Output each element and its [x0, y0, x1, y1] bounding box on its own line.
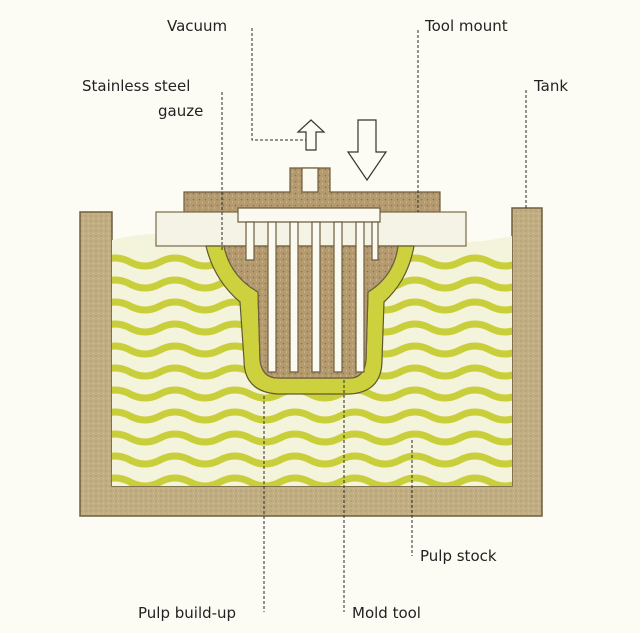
pulp-wave	[112, 430, 512, 446]
leader-lines	[221, 28, 527, 612]
label-gauze-line1: Stainless steel	[82, 77, 191, 95]
vacuum-arrow-icon	[296, 119, 326, 151]
pulp-wave	[112, 408, 512, 424]
label-pulp-stock: Pulp stock	[420, 547, 497, 565]
pulp-wave	[112, 474, 512, 486]
label-gauze-line2: gauze	[158, 102, 204, 120]
label-mold-tool: Mold tool	[352, 604, 421, 622]
label-tool-mount: Tool mount	[425, 17, 508, 35]
pulp-wave	[112, 452, 512, 468]
down-arrow-icon	[346, 119, 388, 182]
label-vacuum: Vacuum	[167, 17, 228, 35]
label-tank: Tank	[534, 77, 569, 95]
vacuum-channels	[237, 167, 381, 373]
label-pulp-build-up: Pulp build-up	[138, 604, 237, 622]
